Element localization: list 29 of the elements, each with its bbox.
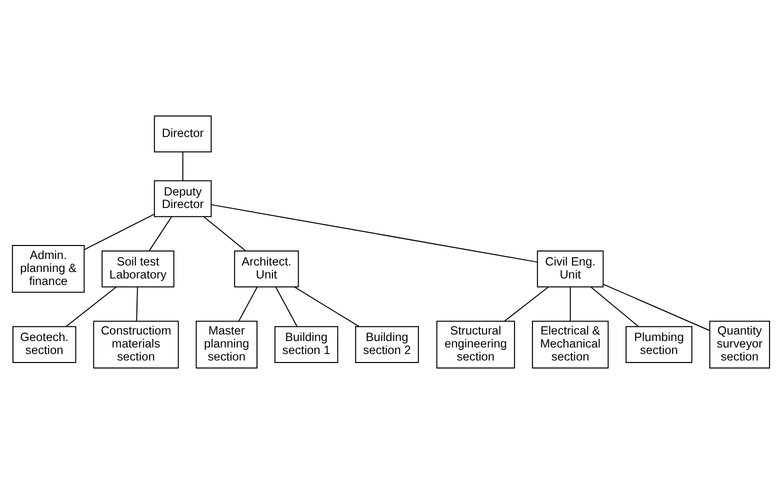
node-box: Civil Eng. Unit [536,250,604,287]
node-box: Constructiom materials section [93,320,179,368]
node-box: Plumbing section [626,326,692,363]
connector [275,286,298,327]
node-box: Building section 2 [355,326,419,363]
connector [602,283,710,330]
node-box: Deputy Director [154,180,212,217]
node-box: Master planning section [196,320,258,368]
connector [210,204,538,262]
node-box: Director [154,114,212,152]
connector [294,286,360,327]
connector [203,216,246,251]
connector [65,286,117,327]
node-box: Architect. Unit [234,250,299,287]
connector [136,286,138,322]
connector [148,216,172,251]
connector [504,286,549,322]
connector [84,213,155,250]
node-box: Quantity surveyor section [709,320,770,368]
connector [182,151,184,181]
node-box: Electrical & Mechanical section [532,320,609,368]
node-box: Structural engineering section [436,320,516,368]
node-box: Admin. planning & finance [12,244,85,292]
node-box: Geotech. section [12,326,76,363]
node-box: Building section 1 [274,326,338,363]
connector [238,286,258,322]
connector [570,286,571,322]
node-box: Soil test Laboratory [102,250,174,287]
connector [590,286,640,327]
